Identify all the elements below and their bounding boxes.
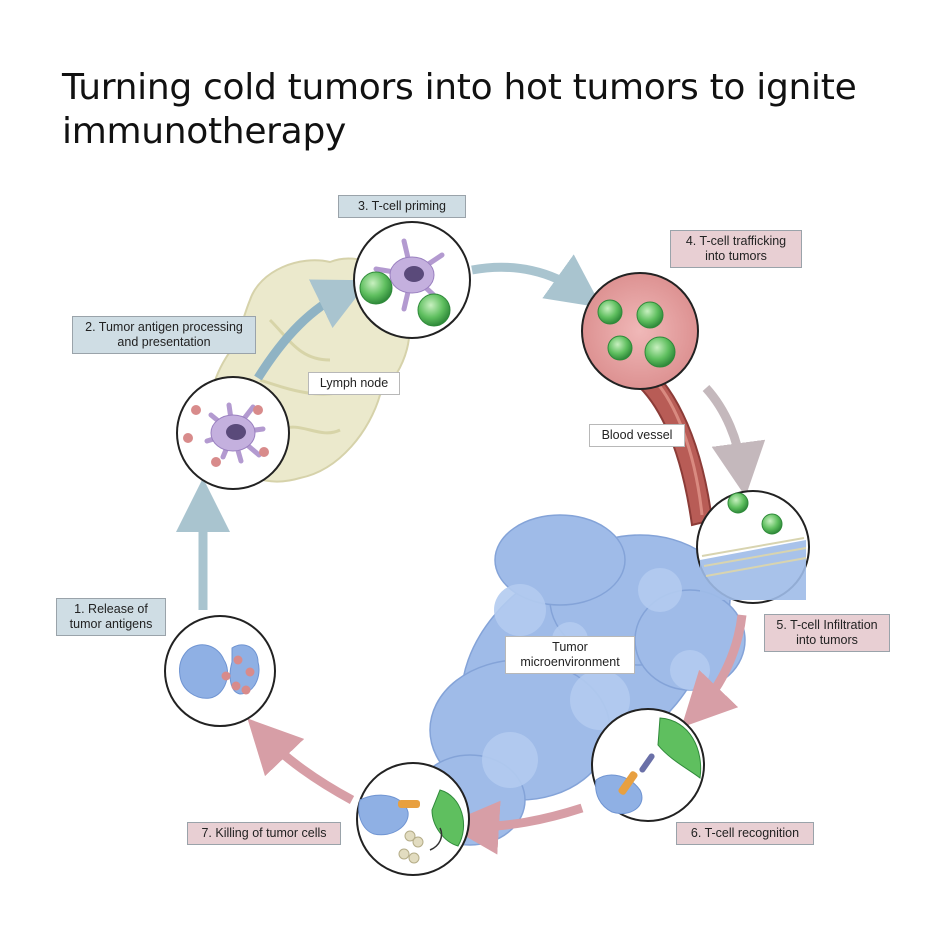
step-3-label: 3. T-cell priming <box>338 195 466 218</box>
step-7-label: 7. Killing of tumor cells <box>187 822 341 845</box>
blood-vessel-label: Blood vessel <box>589 424 685 447</box>
step-2-illustration <box>176 376 290 490</box>
step-3-illustration <box>353 221 471 339</box>
lymph-node-label: Lymph node <box>308 372 400 395</box>
step-2-label: 2. Tumor antigen processing and presenta… <box>72 316 256 354</box>
arrow-2-to-3 <box>254 279 370 381</box>
step-5-label: 5. T-cell Infiltration into tumors <box>764 614 890 652</box>
tumor-microenvironment-label: Tumor microenvironment <box>505 636 635 674</box>
arrow-3-to-4 <box>471 254 602 308</box>
step-6-label: 6. T-cell recognition <box>676 822 814 845</box>
step-1-illustration <box>164 615 276 727</box>
arrow-6-to-7 <box>445 800 584 855</box>
page-title: Turning cold tumors into hot tumors to i… <box>62 67 857 152</box>
step-6-illustration <box>591 708 705 822</box>
arrow-4-to-5 <box>702 384 766 497</box>
step-4-illustration <box>581 272 699 390</box>
blood-vessel-shape <box>624 358 714 527</box>
step-7-illustration <box>356 762 470 876</box>
arrow-7-to-1 <box>247 718 355 804</box>
arrow-5-to-6 <box>681 614 747 728</box>
step-5-illustration <box>696 490 810 604</box>
step-4-label: 4. T-cell trafficking into tumors <box>670 230 802 268</box>
step-1-label: 1. Release of tumor antigens <box>56 598 166 636</box>
